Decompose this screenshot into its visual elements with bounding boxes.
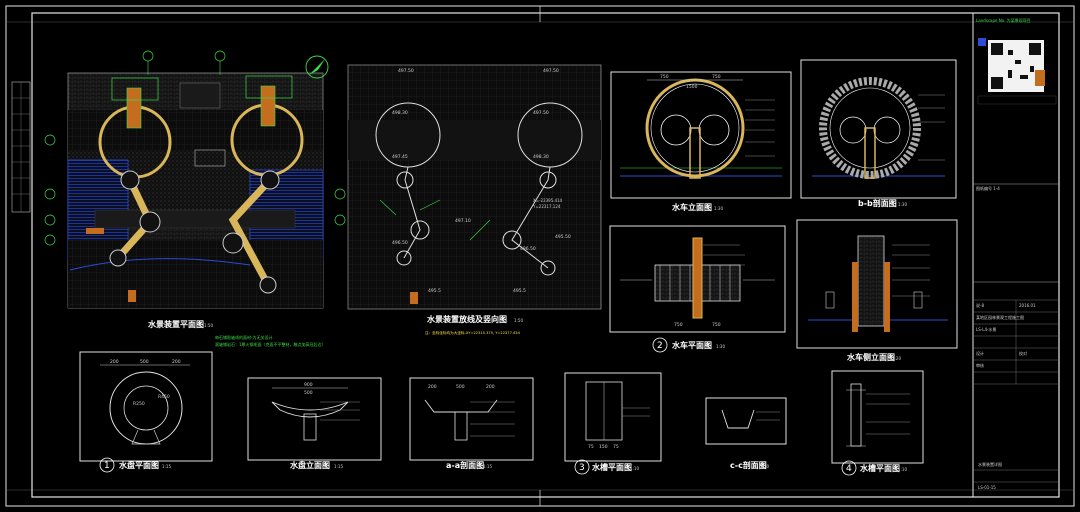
p2-bottom-a: 495.5 bbox=[428, 288, 441, 294]
trough-elev-num: 4 bbox=[846, 464, 852, 474]
plan2-note: 注：坐标坐标均为大坐标-XY=22315.375, Y=22377.434 bbox=[425, 330, 521, 335]
aa-dim-2: 500 bbox=[456, 384, 465, 390]
wheel-side-scale: 1:20 bbox=[892, 356, 901, 361]
tb-row5: LS-L4-水景 bbox=[976, 326, 996, 332]
wheel-elevation: 750 750 1500 水车立面图 1:30 bbox=[610, 71, 792, 212]
trough-elev-scale: 1:10 bbox=[898, 467, 907, 472]
wheel-plan-title: 水车平面图 bbox=[671, 340, 712, 350]
p2-elev-g: 495.50 bbox=[555, 234, 571, 240]
wheel-side-title: 水车侧立面图 bbox=[846, 352, 895, 362]
trough-plan-dim-2: 150 bbox=[599, 444, 608, 450]
cc-title: c-c剖面图 bbox=[730, 460, 767, 470]
wheel-plan-num: 2 bbox=[657, 341, 663, 351]
tb-sheet: LS-01-15 bbox=[978, 485, 996, 490]
plan1-scale: 1:50 bbox=[204, 323, 213, 328]
p2-elev-f: 496.50 bbox=[392, 240, 408, 246]
wheel-elev-scale: 1:30 bbox=[714, 206, 723, 211]
tb-footer: 水景装置详图 bbox=[978, 461, 1002, 467]
aa-dim-1: 200 bbox=[428, 384, 437, 390]
plan1-title: 水景装置平面图 bbox=[147, 319, 204, 329]
wheel-side-elevation: 水车侧立面图 1:20 bbox=[796, 219, 958, 362]
basin-elevation: 900 500 水盘立面图 1:15 bbox=[247, 377, 382, 470]
trough-plan-scale: 1:10 bbox=[630, 466, 639, 471]
basin-plan-dim-3: 200 bbox=[172, 359, 181, 365]
plan1-note-1: 每石铺贴轴线的面材-为无关设计 bbox=[215, 334, 272, 340]
basin-plan-r2: R450 bbox=[158, 394, 170, 400]
aa-title: a-a剖面图 bbox=[446, 460, 484, 470]
basin-elev-dim-1: 900 bbox=[304, 382, 313, 388]
tb-row8: 审核 bbox=[976, 362, 984, 368]
basin-plan-title: 水盘平面图 bbox=[118, 460, 159, 470]
basin-elev-scale: 1:15 bbox=[334, 464, 343, 469]
wheel-plan-dim-1: 750 bbox=[674, 322, 683, 328]
tb-row6: 设计 bbox=[976, 350, 984, 356]
basin-plan-num: 1 bbox=[104, 461, 110, 471]
p2-elev-c: 497.50 bbox=[533, 110, 549, 116]
tb-row2: 说-8 bbox=[976, 302, 984, 308]
p2-elev-b: 497.45 bbox=[392, 154, 408, 160]
p2-bottom-b: 495.5 bbox=[513, 288, 526, 294]
north-arrow-icon bbox=[305, 55, 329, 79]
trough-plan-title: 水槽平面图 bbox=[591, 462, 632, 472]
wheel-elev-dim-3: 1500 bbox=[686, 84, 698, 90]
trough-plan: 75 150 75 3 水槽平面图 1:10 bbox=[564, 372, 662, 475]
cc-section: c-c剖面图 1:10 bbox=[705, 397, 787, 470]
trough-plan-num: 3 bbox=[579, 463, 585, 473]
wheel-section: b-b剖面图 1:30 bbox=[800, 59, 957, 208]
trough-elevation: 4 水槽平面图 1:10 bbox=[831, 370, 924, 476]
tb-row7: 校对 bbox=[1019, 350, 1027, 356]
trough-elev-title: 水槽平面图 bbox=[859, 463, 900, 473]
plan-view-1: 水景装置平面图 1:50 每石铺贴轴线的面材-为无关设计 滚轴铺岩石：1厚火钢毛… bbox=[44, 50, 346, 347]
plan-view-2: 497.50 497.50 498.30 497.45 497.50 498.3… bbox=[347, 64, 602, 335]
trough-plan-dim-3: 75 bbox=[613, 444, 619, 450]
basin-plan-scale: 1:15 bbox=[162, 464, 171, 469]
basin-elev-title: 水盘立面图 bbox=[289, 460, 330, 470]
bb-scale: 1:30 bbox=[898, 202, 907, 207]
trough-plan-dim-1: 75 bbox=[588, 444, 594, 450]
basin-elev-dim-2: 500 bbox=[304, 390, 313, 396]
plan2-title: 水景装置放线及竖向图 bbox=[426, 314, 507, 324]
p2-top-right: 497.50 bbox=[543, 68, 559, 74]
tb-header: Landscape No. 为某景观项目 bbox=[976, 17, 1031, 23]
basin-plan: 200 500 200 R250 R450 1 水盘平面图 1:15 bbox=[79, 351, 213, 473]
bb-title: b-b剖面图 bbox=[858, 198, 897, 208]
tb-row1: 图纸编号 1-4 bbox=[976, 185, 1000, 191]
basin-plan-r1: R250 bbox=[133, 401, 145, 407]
p2-coord-a: X=-22395.414 bbox=[533, 198, 563, 203]
aa-section: 200 500 200 a-a剖面图 1:15 bbox=[409, 377, 534, 470]
basin-plan-dim-1: 200 bbox=[110, 359, 119, 365]
basin-plan-dim-2: 500 bbox=[140, 359, 149, 365]
tb-row4: 某地区园林景观工程施工图 bbox=[976, 314, 1024, 320]
p2-elev-a: 498.30 bbox=[392, 110, 408, 116]
p2-coord-b: Y=22317.124 bbox=[532, 204, 561, 209]
wheel-plan: 750 750 2 水车平面图 1:30 bbox=[609, 225, 786, 353]
plan2-scale: 1:50 bbox=[514, 318, 523, 323]
p2-top-left: 497.50 bbox=[398, 68, 414, 74]
aa-dim-3: 200 bbox=[486, 384, 495, 390]
p2-elev-h: 496.50 bbox=[520, 246, 536, 252]
tb-row3: 2016.01 bbox=[1019, 303, 1036, 308]
title-block: Landscape No. 为某景观项目 图纸编号 1-4 说-8 2016.0… bbox=[972, 12, 1060, 498]
wheel-plan-dim-2: 750 bbox=[712, 322, 721, 328]
p2-elev-d: 498.30 bbox=[533, 154, 549, 160]
wheel-elev-dim-1: 750 bbox=[660, 74, 669, 80]
cc-scale: 1:10 bbox=[760, 464, 769, 469]
wheel-plan-scale: 1:30 bbox=[716, 344, 725, 349]
wheel-elev-title: 水车立面图 bbox=[671, 202, 712, 212]
p2-elev-e: 497.10 bbox=[455, 218, 471, 224]
wheel-elev-dim-2: 750 bbox=[712, 74, 721, 80]
plan1-note-2: 滚轴铺岩石：1厚火钢毛面（克面不平整材，触点加高冠后边） bbox=[215, 341, 326, 347]
aa-scale: 1:15 bbox=[483, 464, 492, 469]
